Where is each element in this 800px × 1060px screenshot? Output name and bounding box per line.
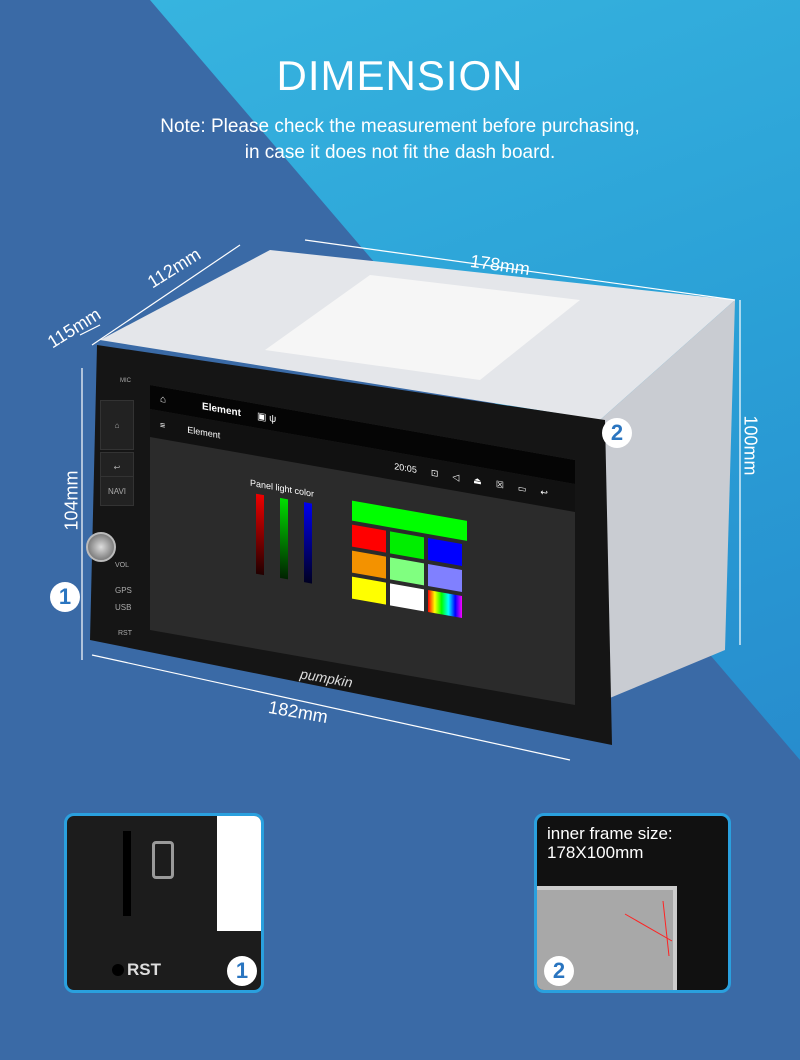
vol-label: VOL bbox=[115, 562, 130, 569]
inset-badge-1: 1 bbox=[227, 956, 257, 986]
page-title: DIMENSION bbox=[276, 52, 524, 99]
usb-port bbox=[152, 841, 174, 879]
inner-frame-line2: 178X100mm bbox=[547, 843, 644, 862]
sd-card-slot bbox=[123, 831, 131, 916]
usb-label: USB bbox=[115, 603, 132, 612]
inner-frame-text: inner frame size: 178X100mm bbox=[547, 824, 673, 862]
rst-label: RST bbox=[118, 630, 132, 637]
navi-button[interactable]: NAVI bbox=[100, 476, 134, 506]
outer-height-label: 104mm bbox=[61, 470, 82, 531]
inset-rst-closeup: RST 1 bbox=[64, 813, 264, 993]
inner-frame-line1: inner frame size: bbox=[547, 824, 673, 843]
red-cross-marker bbox=[624, 900, 673, 957]
callout-badge-1: 1 bbox=[50, 582, 80, 612]
reset-hole bbox=[112, 964, 124, 976]
home-button[interactable]: ⌂ bbox=[100, 400, 134, 450]
callout-badge-2: 2 bbox=[602, 418, 632, 448]
gps-label: GPS bbox=[115, 586, 132, 595]
note-line-1: Note: Please check the measurement befor… bbox=[160, 116, 640, 137]
inset-bright-area bbox=[217, 816, 261, 931]
inner-height-label: 100mm bbox=[740, 415, 761, 476]
inset-badge-2: 2 bbox=[544, 956, 574, 986]
inset-frame-closeup: inner frame size: 178X100mm 2 bbox=[534, 813, 731, 993]
note-line-2: in case it does not fit the dash board. bbox=[244, 142, 556, 163]
mic-label: MIC bbox=[120, 378, 131, 384]
rst-inset-label: RST bbox=[127, 960, 161, 979]
volume-knob[interactable] bbox=[86, 532, 116, 562]
